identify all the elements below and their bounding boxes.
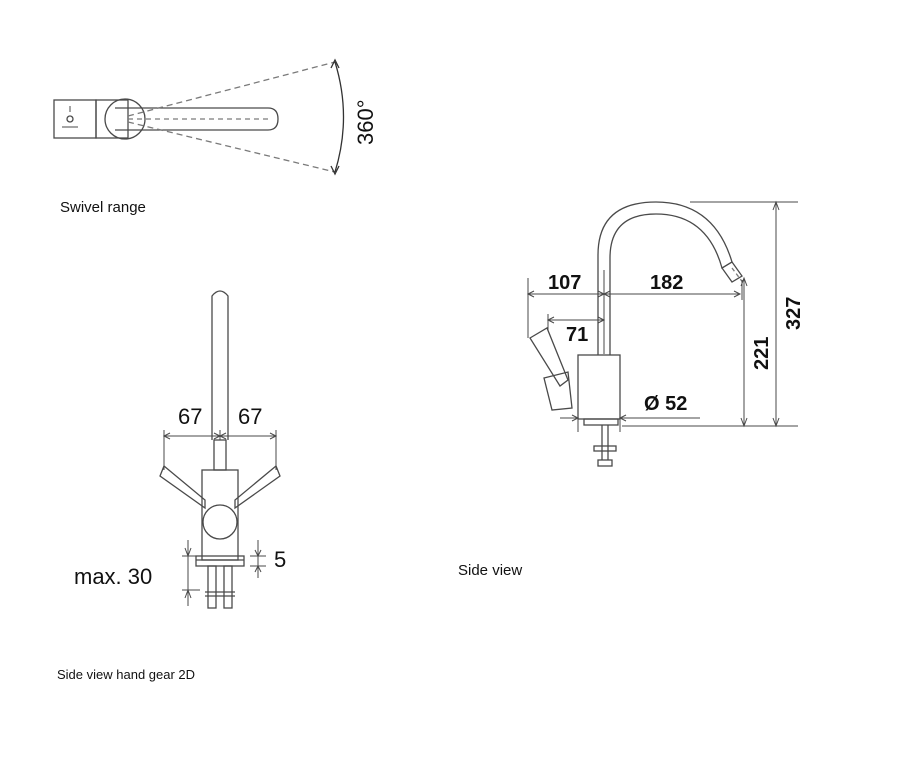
side-view-nozzle <box>721 261 743 283</box>
side-view-dim-327: 327 <box>783 297 805 330</box>
side-view-dim-221: 221 <box>751 337 773 370</box>
hand-gear-dim-small: 5 <box>274 547 286 572</box>
side-view-drawing <box>526 200 798 467</box>
side-view-dim-52: Ø 52 <box>644 393 687 415</box>
swivel-angle-label: 360° <box>353 99 378 145</box>
side-view-dim-71: 71 <box>566 324 588 346</box>
side-view-lever <box>529 327 569 387</box>
side-view-body <box>577 354 621 420</box>
hand-gear-spout <box>211 290 229 440</box>
tap-hub <box>95 99 129 139</box>
tap-base-block <box>53 99 97 139</box>
base-center-mark <box>66 115 74 123</box>
swivel-arc-arrow <box>334 61 345 173</box>
hand-gear-drawing <box>159 290 281 609</box>
caption-swivel-range: Swivel range <box>60 199 146 216</box>
hand-gear-lever-right <box>234 464 281 510</box>
hand-gear-body <box>201 469 239 561</box>
swivel-lever <box>115 107 279 131</box>
swivel-range-drawing <box>53 58 345 176</box>
side-view-dim-107: 107 <box>548 272 581 294</box>
hand-gear-lever-left <box>159 464 206 510</box>
tap-body-circle <box>104 98 146 140</box>
caption-side-view: Side view <box>458 562 523 579</box>
hand-gear-dim-left: 67 <box>178 404 202 429</box>
side-view-dim-182: 182 <box>650 272 683 294</box>
hand-gear-dim-max: max. 30 <box>74 564 152 589</box>
caption-side-view-hand-gear: Side view hand gear 2D <box>57 667 196 682</box>
hand-gear-dim-right: 67 <box>238 404 262 429</box>
